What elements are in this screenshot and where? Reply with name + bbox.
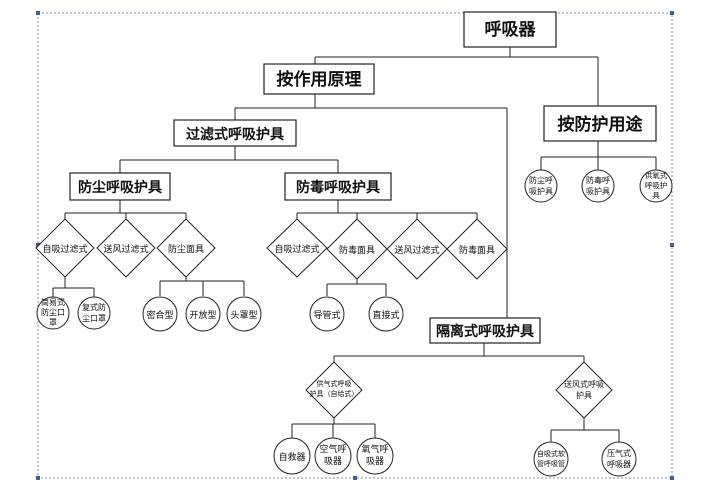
- circle-simple-dust-mask[interactable]: 简易式 防尘口 罩: [36, 296, 70, 330]
- compressed-l2: 呼吸器: [607, 459, 631, 469]
- svg-text:防尘呼吸护具: 防尘呼吸护具: [78, 179, 162, 196]
- use-dust-l2: 吸护具: [529, 186, 553, 196]
- diamond-gas-blower[interactable]: 送风过滤式: [386, 218, 448, 280]
- simple-mask-l3: 罩: [49, 318, 57, 327]
- air-resp-l2: 吸器: [324, 456, 342, 467]
- frame-handle[interactable]: [36, 476, 40, 480]
- frame-handle[interactable]: [36, 243, 40, 247]
- use-dust-l1: 防尘呼: [529, 175, 553, 185]
- node-root[interactable]: 呼吸器: [463, 11, 557, 48]
- air-resp-l1: 空气呼: [319, 443, 346, 455]
- diamond-gas-mask[interactable]: 防毒面具: [326, 218, 388, 280]
- svg-text:导管式: 导管式: [313, 309, 340, 321]
- svg-text:隔离式呼吸护具: 隔离式呼吸护具: [436, 323, 534, 340]
- diamond-dust-blower[interactable]: 送风过滤式: [96, 218, 156, 278]
- svg-text:自吸过滤式: 自吸过滤式: [274, 243, 319, 255]
- svg-text:防毒呼吸护具: 防毒呼吸护具: [296, 179, 380, 196]
- circle-compressed-air-respirator[interactable]: 压气式 呼吸器: [601, 441, 637, 477]
- svg-text:过滤式呼吸护具: 过滤式呼吸护具: [186, 126, 284, 143]
- svg-text:防毒面具: 防毒面具: [459, 244, 495, 256]
- oxy-resp-l1: 氧气呼: [361, 443, 388, 455]
- hose-l1: 自吸式软: [537, 449, 565, 458]
- diamond-air-supply[interactable]: 供气式呼吸 护具（自给式）: [305, 361, 363, 419]
- svg-text:直接式: 直接式: [372, 309, 399, 321]
- svg-text:头罩型: 头罩型: [230, 310, 257, 321]
- svg-text:防尘面具: 防尘面具: [168, 243, 204, 255]
- use-oxygen-l3: 具: [652, 191, 660, 200]
- use-oxygen-l2: 呼吸护: [645, 180, 668, 190]
- circle-compound-dust-mask[interactable]: 复式防 尘口罩: [77, 296, 111, 330]
- simple-mask-l2: 防尘口: [41, 307, 65, 317]
- circle-open-type[interactable]: 开放型: [185, 296, 221, 332]
- connectors: [52, 47, 657, 442]
- circle-self-rescuer[interactable]: 自救器: [273, 437, 311, 475]
- diamond-gas-self-priming[interactable]: 自吸过滤式: [266, 218, 328, 278]
- svg-text:送风过滤式: 送风过滤式: [103, 243, 148, 255]
- node-by-use[interactable]: 按防护用途: [543, 105, 657, 142]
- svg-text:防毒面具: 防毒面具: [339, 244, 375, 256]
- node-isolation-type[interactable]: 隔离式呼吸护具: [429, 317, 541, 344]
- oxy-resp-l2: 吸器: [366, 456, 384, 467]
- svg-text:按作用原理: 按作用原理: [277, 69, 362, 90]
- svg-text:密合型: 密合型: [146, 309, 173, 321]
- circle-catheter-type[interactable]: 导管式: [309, 296, 345, 332]
- circle-use-gas[interactable]: 防毒呼 吸护具: [581, 169, 615, 203]
- hose-l2: 管呼吸管: [537, 459, 565, 468]
- diamond-blower-respirator[interactable]: 送风式呼吸 护具: [555, 361, 613, 419]
- use-gas-l1: 防毒呼: [586, 175, 610, 185]
- use-oxygen-l1: 供氧式: [645, 170, 668, 180]
- circle-air-respirator[interactable]: 空气呼 吸器: [314, 437, 352, 475]
- svg-text:自救器: 自救器: [278, 451, 305, 463]
- svg-text:开放型: 开放型: [189, 309, 216, 321]
- node-gas-protective[interactable]: 防毒呼吸护具: [284, 172, 392, 201]
- frame-handle[interactable]: [670, 476, 674, 480]
- diamond-dust-self-priming[interactable]: 自吸过滤式: [35, 218, 95, 278]
- frame-handle[interactable]: [670, 243, 674, 247]
- frame-handle[interactable]: [670, 11, 674, 15]
- circle-use-dust[interactable]: 防尘呼 吸护具: [524, 169, 558, 203]
- node-dust-protective[interactable]: 防尘呼吸护具: [69, 172, 171, 201]
- circle-direct-type[interactable]: 直接式: [368, 296, 404, 332]
- frame-handle[interactable]: [353, 476, 357, 480]
- circle-hood-type[interactable]: 头罩型: [226, 296, 262, 332]
- circle-oxygen-respirator[interactable]: 氧气呼 吸器: [356, 437, 394, 475]
- svg-text:呼吸器: 呼吸器: [485, 20, 537, 40]
- use-gas-l2: 吸护具: [586, 186, 610, 196]
- circle-hose-respirator[interactable]: 自吸式软 管呼吸管: [533, 441, 569, 477]
- svg-text:自吸过滤式: 自吸过滤式: [42, 243, 87, 255]
- air-supply-line2: 护具（自给式）: [310, 389, 359, 398]
- svg-text:按防护用途: 按防护用途: [558, 114, 644, 135]
- svg-text:送风过滤式: 送风过滤式: [394, 244, 439, 256]
- diamond-dust-mask[interactable]: 防尘面具: [156, 218, 216, 278]
- diamond-gas-mask-2[interactable]: 防毒面具: [446, 218, 508, 280]
- air-supply-line1: 供气式呼吸: [317, 379, 352, 388]
- blower-line2: 护具: [576, 390, 592, 400]
- circle-use-oxygen[interactable]: 供氧式 呼吸护 具: [639, 169, 673, 203]
- circle-tight-fitting[interactable]: 密合型: [142, 296, 178, 332]
- node-by-principle[interactable]: 按作用原理: [263, 63, 375, 95]
- compound-mask-l2: 尘口罩: [82, 313, 106, 323]
- node-filter-type[interactable]: 过滤式呼吸护具: [173, 119, 297, 147]
- simple-mask-l1: 简易式: [41, 297, 65, 307]
- compressed-l1: 压气式: [607, 448, 631, 458]
- frame-handle[interactable]: [36, 11, 40, 15]
- compound-mask-l1: 复式防: [82, 302, 106, 312]
- blower-line1: 送风式呼吸: [564, 379, 604, 389]
